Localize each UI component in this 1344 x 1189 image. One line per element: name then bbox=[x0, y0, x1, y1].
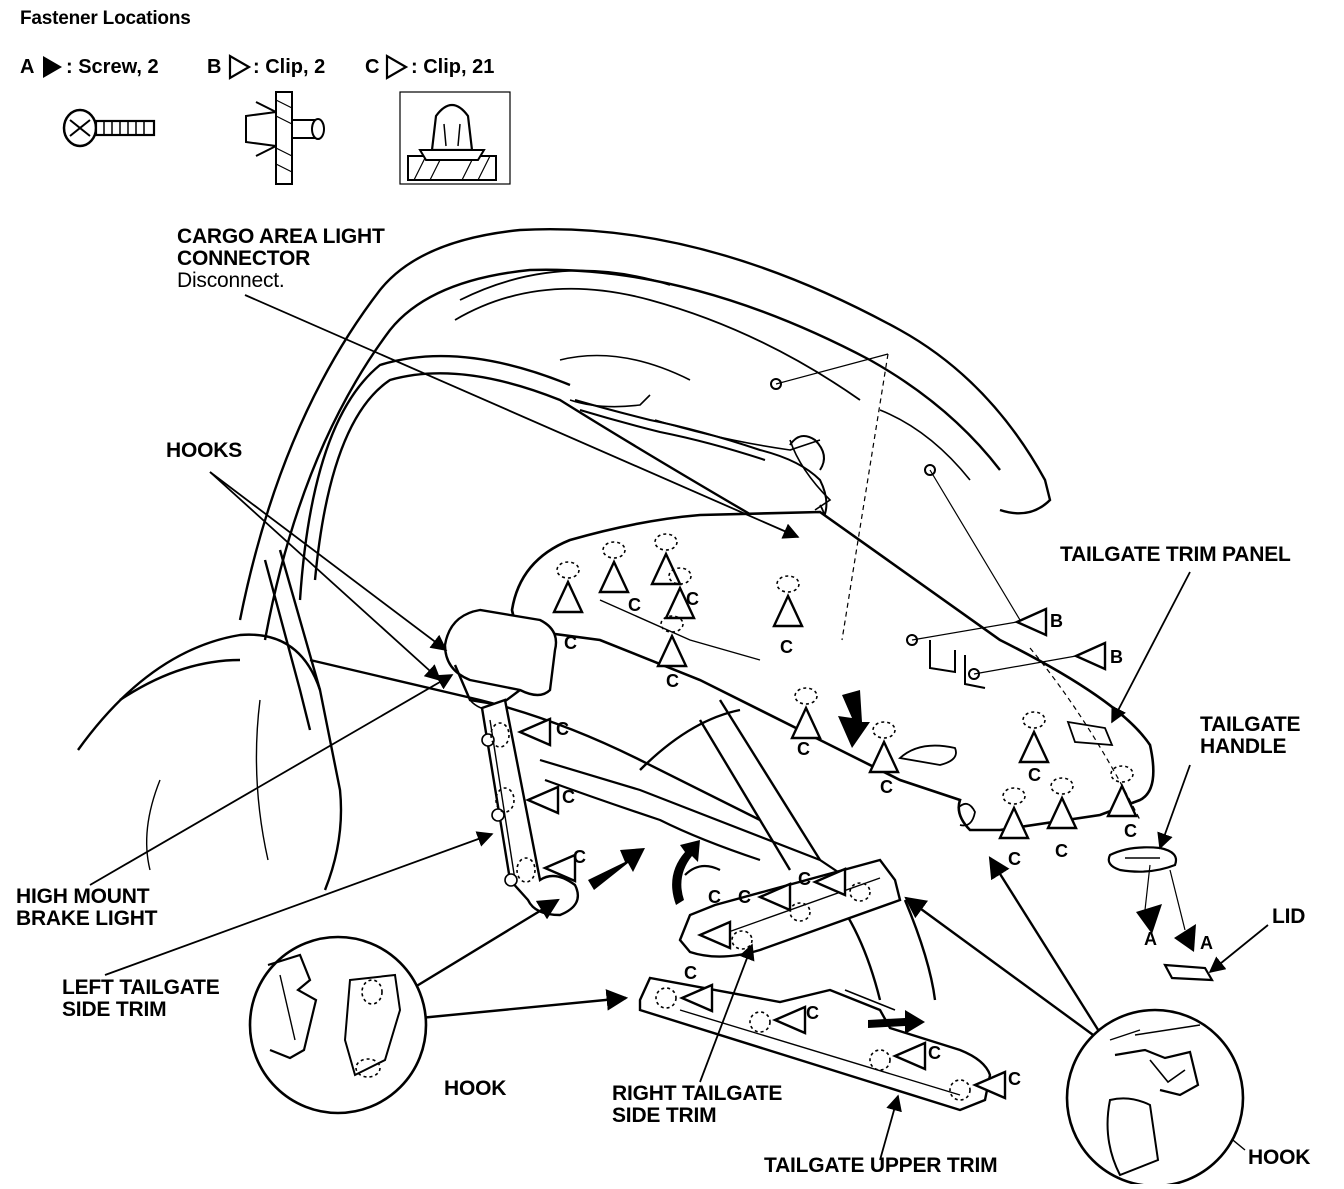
tailgate-upper-trim-label: TAILGATE UPPER TRIM bbox=[764, 1154, 998, 1177]
clip-c-key-text: : Clip, 21 bbox=[411, 56, 495, 78]
hook-detail-left bbox=[248, 935, 428, 1115]
lid bbox=[1163, 963, 1214, 982]
clip-c-callout: C bbox=[797, 739, 810, 759]
clip-c-callout: C bbox=[1055, 841, 1068, 861]
clip-b-key-text: : Clip, 2 bbox=[253, 56, 326, 78]
cargo-light-note: Disconnect. bbox=[177, 269, 285, 292]
tailgate-trim-panel bbox=[510, 510, 1155, 832]
tailgate-handle bbox=[1107, 846, 1178, 873]
clip-c-callout: C bbox=[798, 869, 811, 889]
tailgate-lower-frame bbox=[539, 758, 851, 881]
clip-c-side-markers bbox=[516, 717, 1007, 1100]
clip-c-callout: C bbox=[1028, 765, 1041, 785]
screw-key-letter: A bbox=[20, 56, 35, 78]
screw-callout: A bbox=[1200, 933, 1213, 953]
clip-b-icon bbox=[245, 91, 325, 185]
hooks-label: HOOKS bbox=[166, 439, 243, 462]
cargo-light-label-line1: CARGO AREA LIGHT bbox=[177, 225, 385, 248]
brake-light-label-line1: HIGH MOUNT bbox=[16, 885, 150, 908]
brake-light-label-line2: BRAKE LIGHT bbox=[16, 907, 158, 930]
screw-icon bbox=[62, 108, 156, 148]
clip-b-markers bbox=[770, 378, 1107, 680]
clip-c-icon bbox=[399, 91, 511, 185]
clip-b-callout: B bbox=[1050, 611, 1063, 631]
clip-c-callout: C bbox=[780, 637, 793, 657]
lid-label: LID bbox=[1272, 905, 1306, 928]
hook-label-left: HOOK bbox=[444, 1077, 507, 1100]
clip-c-callout: C bbox=[880, 777, 893, 797]
right-side-trim-label-line2: SIDE TRIM bbox=[612, 1104, 717, 1127]
clip-b-callout: B bbox=[1110, 647, 1123, 667]
left-side-trim-label-line2: SIDE TRIM bbox=[62, 998, 167, 1021]
tailgate-handle-label-line1: TAILGATE bbox=[1200, 713, 1301, 736]
tailgate-trim-panel-label: TAILGATE TRIM PANEL bbox=[1060, 543, 1291, 566]
left-side-trim-label-line1: LEFT TAILGATE bbox=[62, 976, 220, 999]
screw-key-text: : Screw, 2 bbox=[66, 56, 159, 78]
clip-dashed-locations bbox=[490, 722, 971, 1101]
fastener-locations-title: Fastener Locations bbox=[20, 8, 191, 29]
clip-c-callout: C bbox=[1008, 1069, 1021, 1089]
clip-c-callout: C bbox=[666, 671, 679, 691]
screw-markers bbox=[1136, 904, 1196, 952]
clip-c-callout: C bbox=[564, 633, 577, 653]
screw-callout: A bbox=[1144, 929, 1157, 949]
clip-c-callout: C bbox=[708, 887, 721, 907]
clip-c-callout: C bbox=[556, 719, 569, 739]
left-tailgate-side-trim bbox=[480, 698, 580, 917]
clip-c-callout: C bbox=[573, 847, 586, 867]
screw-callout-symbol bbox=[43, 56, 62, 78]
clip-c-callout: C bbox=[738, 887, 751, 907]
clip-c-key-letter: C bbox=[365, 56, 380, 78]
clip-c-callout: C bbox=[686, 589, 699, 609]
clip-c-callout: C bbox=[928, 1043, 941, 1063]
clip-b-callout-symbol bbox=[228, 54, 252, 80]
hook-label-right: HOOK bbox=[1248, 1146, 1311, 1169]
locating-lines bbox=[775, 353, 1186, 931]
right-side-trim-label-line1: RIGHT TAILGATE bbox=[612, 1082, 783, 1105]
clip-b-key-letter: B bbox=[207, 56, 222, 78]
clip-c-callout: C bbox=[628, 595, 641, 615]
high-mount-brake-light bbox=[443, 608, 558, 712]
cargo-light-label-line2: CONNECTOR bbox=[177, 247, 311, 270]
leader-lines bbox=[89, 294, 1269, 1161]
clip-c-callout: C bbox=[806, 1003, 819, 1023]
clip-c-callout: C bbox=[684, 963, 697, 983]
clip-c-callout-symbol bbox=[385, 54, 409, 80]
clip-c-callout: C bbox=[1124, 821, 1137, 841]
hook-detail-right bbox=[1065, 1008, 1245, 1188]
tailgate-handle-label-line2: HANDLE bbox=[1200, 735, 1287, 758]
clip-c-callout: C bbox=[1008, 849, 1021, 869]
removal-direction-arrows bbox=[588, 690, 925, 1034]
clip-c-callout: C bbox=[562, 787, 575, 807]
